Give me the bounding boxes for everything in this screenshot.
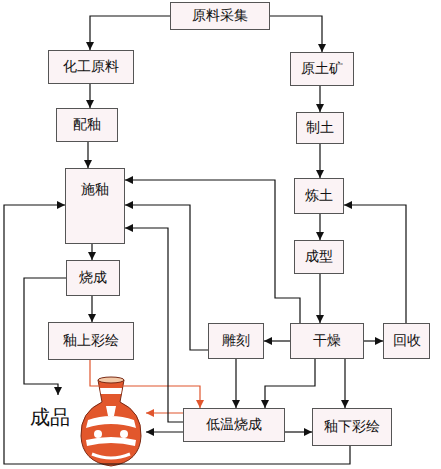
flow-arrow bbox=[235, 359, 236, 408]
flow-arrow bbox=[344, 205, 406, 323]
node-text: 配釉 bbox=[73, 116, 101, 134]
process-box: 回收 bbox=[383, 323, 430, 359]
flow-arrow bbox=[90, 360, 200, 408]
flow-arrow bbox=[319, 144, 320, 178]
node-text: 回收 bbox=[393, 332, 421, 350]
flow-arrow bbox=[146, 431, 183, 432]
process-box: 化工原料 bbox=[48, 50, 134, 84]
process-box: 施釉 bbox=[65, 168, 125, 244]
process-box: 干燥 bbox=[290, 323, 364, 359]
node-text: 原土矿 bbox=[301, 60, 343, 78]
node-text: 干燥 bbox=[313, 332, 341, 350]
flow-arrow bbox=[265, 359, 315, 408]
flow-arrow bbox=[285, 431, 312, 432]
flow-arrow bbox=[91, 296, 92, 322]
flow-arrow bbox=[89, 84, 90, 108]
node-text: 炼土 bbox=[305, 187, 333, 205]
node-text: 制土 bbox=[306, 119, 334, 137]
flow-arrow bbox=[319, 214, 320, 240]
node-text: 原料采集 bbox=[192, 7, 248, 25]
flow-arrow bbox=[91, 244, 92, 260]
node-text: 低温烧成 bbox=[206, 416, 262, 434]
product-label: 成品 bbox=[30, 395, 146, 440]
node-text: 化工原料 bbox=[63, 58, 119, 76]
process-box: 炼土 bbox=[294, 178, 344, 214]
flow-arrow bbox=[364, 340, 383, 341]
flow-arrow bbox=[270, 16, 322, 52]
flow-arrow bbox=[125, 205, 208, 350]
process-box: 原料采集 bbox=[170, 2, 270, 30]
flow-arrow bbox=[146, 412, 183, 413]
process-box: 制土 bbox=[296, 112, 344, 144]
flow-arrow bbox=[319, 86, 320, 112]
node-text: 施釉 bbox=[81, 181, 109, 199]
node-text: 釉下彩绘 bbox=[324, 418, 380, 436]
process-box: 烧成 bbox=[66, 260, 120, 296]
flow-arrow bbox=[344, 359, 345, 408]
flow-arrow bbox=[264, 340, 290, 341]
process-box: 釉下彩绘 bbox=[312, 408, 392, 446]
flow-arrow bbox=[87, 142, 88, 168]
flow-arrow bbox=[125, 180, 300, 323]
node-text: 成型 bbox=[305, 248, 333, 266]
flow-arrow bbox=[319, 274, 320, 323]
process-box: 原土矿 bbox=[290, 52, 354, 86]
node-text: 成品 bbox=[30, 404, 70, 431]
process-box: 釉上彩绘 bbox=[48, 322, 134, 360]
process-box: 雕刻 bbox=[208, 323, 264, 359]
process-box: 配釉 bbox=[56, 108, 118, 142]
process-box: 成型 bbox=[294, 240, 344, 274]
flow-arrow bbox=[90, 16, 170, 50]
vase-illustration bbox=[78, 376, 144, 468]
node-text: 釉上彩绘 bbox=[63, 332, 119, 350]
node-text: 烧成 bbox=[79, 269, 107, 287]
process-box: 低温烧成 bbox=[183, 408, 285, 442]
node-text: 雕刻 bbox=[222, 332, 250, 350]
